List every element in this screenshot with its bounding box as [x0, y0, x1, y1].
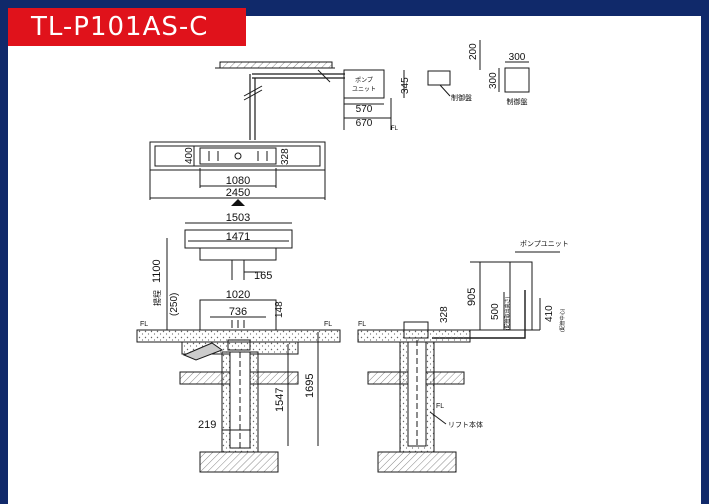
stroke-label: 揚程 [152, 290, 162, 306]
dim-345: 345 [400, 77, 411, 94]
dim-905: 905 [466, 288, 478, 306]
dim-670: 670 [356, 118, 373, 129]
dim-219: 219 [198, 419, 216, 431]
front-table-base [199, 247, 277, 261]
dim-300-width: 300 [509, 52, 526, 63]
front-cylinder-head [227, 339, 251, 351]
dim-200: 200 [468, 43, 479, 60]
dim-165: 165 [254, 270, 272, 282]
model-title: TL-P101AS-C [8, 8, 246, 46]
dim-300-height: 300 [488, 72, 499, 89]
side-pump-unit-label: ポンプユニット [520, 240, 569, 248]
dim-328: 328 [280, 148, 291, 165]
dim-1100: 1100 [151, 259, 163, 283]
note-410: (配管中心) [559, 308, 566, 332]
front-fl-right: FL [324, 321, 332, 328]
pipe-break-mark-3 [317, 69, 331, 83]
control-panel-a-label: 制御盤 [451, 93, 472, 102]
side-cylinder-head [403, 321, 429, 339]
pipe-break-mark [243, 85, 263, 97]
side-foundation-bottom [377, 451, 457, 473]
pipe-break-mark-2 [243, 89, 263, 101]
dim-500: 500 [490, 303, 501, 320]
dim-570: 570 [356, 104, 373, 115]
pump-unit-label-1: ポンプ [355, 76, 373, 84]
dim-736: 736 [229, 306, 247, 318]
front-fl-left: FL [140, 321, 148, 328]
side-floor-slab [357, 329, 471, 343]
front-section: 1503 1471 165 1100 揚程 (250) 1020 736 148… [136, 212, 341, 473]
front-foundation-bottom [199, 451, 279, 473]
lift-body-leader [429, 411, 447, 425]
dim-1471: 1471 [226, 231, 250, 243]
front-pit-cover [182, 342, 224, 361]
dim-410: 410 [544, 305, 555, 322]
control-panel-a-box [427, 70, 451, 86]
side-fl-mid: FL [436, 403, 444, 410]
dim-148: 148 [274, 301, 285, 318]
dim-250: (250) [169, 293, 180, 316]
up-arrow-icon [231, 199, 245, 206]
pump-unit-label-2: ユニット [352, 86, 376, 93]
dim-2450: 2450 [226, 187, 250, 199]
note-500: (配管取出高さ) [504, 296, 511, 330]
pump-unit-box [343, 69, 385, 99]
control-panel-a-leader [439, 84, 451, 97]
lift-plan-center [234, 152, 242, 160]
control-panel-b-label: 制御盤 [507, 97, 528, 106]
side-pump-unit-box [509, 261, 533, 331]
dim-328-side: 328 [439, 306, 450, 323]
lift-body-label: リフト本体 [448, 420, 483, 429]
dim-1020: 1020 [226, 289, 250, 301]
plan-wall-hatch [219, 61, 333, 69]
dim-1503: 1503 [226, 212, 250, 224]
control-panel-b-box [504, 67, 530, 93]
drawing-panel [8, 16, 701, 504]
lift-plan-table [199, 147, 277, 165]
lift-plan-inner [154, 145, 321, 167]
dim-1080: 1080 [226, 175, 250, 187]
plan-fl-label: FL [391, 126, 399, 132]
plan-view: ポンプ ユニット 570 670 FL 345 200 制御盤 300 300 … [149, 40, 530, 206]
side-section: ポンプユニット 905 500 (配管取出高さ) 410 (配管中心) 328 … [357, 240, 569, 473]
dim-1547: 1547 [274, 388, 286, 412]
side-fl-left: FL [358, 321, 366, 328]
dim-400: 400 [184, 147, 195, 164]
lift-plan-outline [149, 141, 326, 171]
dim-1695: 1695 [304, 374, 316, 398]
